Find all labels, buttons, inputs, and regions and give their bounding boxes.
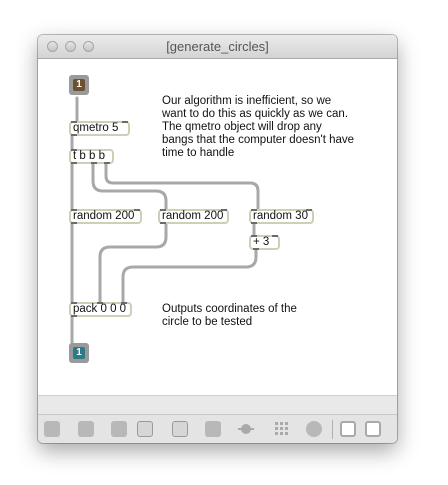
trigger-outlet-1[interactable] — [71, 162, 77, 164]
random-3-label: random 30 — [253, 210, 308, 222]
qmetro-object[interactable]: qmetro 5 — [69, 121, 130, 136]
cord-plus-pack — [121, 248, 258, 304]
random-2-inlet-1[interactable] — [160, 209, 166, 211]
trigger-object[interactable]: t b b b — [69, 149, 114, 164]
title-bar[interactable]: [generate_circles] — [38, 35, 397, 59]
pack-outlet[interactable] — [71, 315, 77, 317]
minimize-window-button[interactable] — [65, 41, 76, 52]
toolbar-separator — [332, 420, 333, 439]
qmetro-outlet[interactable] — [71, 134, 77, 136]
patch-canvas[interactable]: 1 qmetro 5 t b b b random 200 random 200 — [38, 59, 397, 395]
trigger-inlet[interactable] — [71, 149, 77, 151]
random-3-inlet-2[interactable] — [306, 209, 312, 211]
cord-random2-pack — [98, 222, 168, 304]
lock-icon[interactable] — [44, 421, 60, 437]
pack-label: pack 0 0 0 — [73, 303, 127, 315]
outlet-number: 1 — [73, 347, 85, 359]
plus-label: + 3 — [253, 236, 270, 248]
random-2-inlet-2[interactable] — [221, 209, 227, 211]
random-2-outlet[interactable] — [160, 222, 166, 224]
zoom-window-button[interactable] — [83, 41, 94, 52]
trigger-outlet-3[interactable] — [104, 162, 110, 164]
qmetro-inlet-2[interactable] — [122, 121, 128, 123]
pack-inlet-1[interactable] — [71, 302, 77, 304]
plus-inlet-1[interactable] — [251, 235, 257, 237]
random-1-inlet-2[interactable] — [134, 209, 140, 211]
random-3-outlet[interactable] — [251, 222, 257, 224]
info-icon[interactable] — [205, 421, 221, 437]
trigger-outlet-2[interactable] — [91, 162, 97, 164]
algorithm-comment[interactable]: Our algorithm is inefficient, so we want… — [162, 95, 355, 159]
random-1-inlet-1[interactable] — [71, 209, 77, 211]
pack-inlet-2[interactable] — [97, 302, 103, 304]
close-window-button[interactable] — [47, 41, 58, 52]
random-3-inlet-1[interactable] — [251, 209, 257, 211]
random-object-3[interactable]: random 30 — [249, 209, 314, 224]
right-pane-icon[interactable] — [365, 421, 381, 437]
cord-trigger-random3 — [104, 162, 260, 211]
qmetro-label: qmetro 5 — [73, 122, 119, 134]
patcher-toolbar — [38, 414, 397, 443]
plus-object[interactable]: + 3 — [249, 235, 280, 250]
inlet-object[interactable]: 1 — [69, 75, 89, 95]
clear-icon[interactable] — [137, 421, 153, 437]
plus-outlet[interactable] — [253, 248, 259, 250]
presentation-icon[interactable] — [78, 421, 94, 437]
cord-trigger-random2 — [91, 162, 168, 211]
patcher-window: [generate_circles] 1 qmetro 5 — [38, 35, 397, 443]
plus-inlet-2[interactable] — [272, 235, 278, 237]
random-2-label: random 200 — [162, 210, 224, 222]
pack-object[interactable]: pack 0 0 0 — [69, 302, 132, 317]
status-strip — [38, 395, 397, 414]
connect-icon[interactable] — [238, 421, 254, 437]
wand-icon[interactable] — [111, 421, 127, 437]
random-object-2[interactable]: random 200 — [158, 209, 229, 224]
trigger-label: t b b b — [73, 150, 105, 162]
grid-icon[interactable] — [274, 421, 290, 437]
patch-cords — [70, 96, 260, 345]
window-title: [generate_circles] — [166, 39, 269, 54]
outlet-object[interactable]: 1 — [69, 343, 89, 363]
pack-inlet-3[interactable] — [121, 302, 127, 304]
outputs-comment[interactable]: Outputs coordinates of the circle to be … — [162, 303, 297, 328]
debug-icon[interactable] — [172, 421, 188, 437]
inlet-number: 1 — [73, 79, 85, 91]
random-1-outlet[interactable] — [71, 222, 77, 224]
random-object-1[interactable]: random 200 — [69, 209, 142, 224]
qmetro-inlet-1[interactable] — [71, 121, 77, 123]
snap-icon[interactable] — [306, 421, 322, 437]
random-1-label: random 200 — [73, 210, 135, 222]
left-pane-icon[interactable] — [340, 421, 356, 437]
